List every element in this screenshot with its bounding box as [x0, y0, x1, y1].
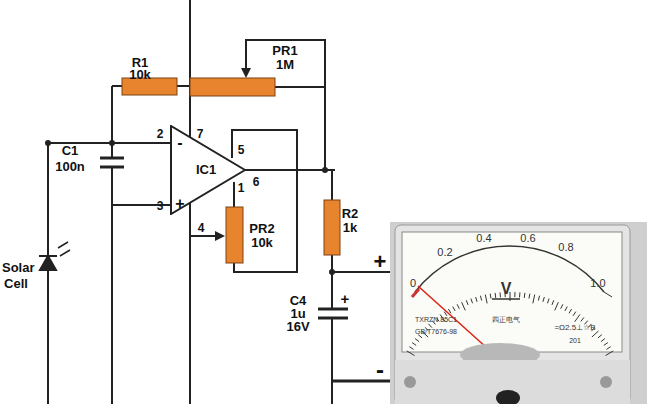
part-name: C1 — [62, 144, 79, 157]
part-name: Solar — [2, 261, 35, 274]
value: 16V — [286, 320, 309, 333]
scale-number: 0 — [410, 278, 416, 289]
pin-number: 6 — [253, 176, 260, 188]
meter-model: TXRZN 85C1 — [415, 316, 457, 323]
panel-meter — [390, 222, 647, 404]
value: 1M — [276, 58, 294, 71]
pin-number: 7 — [197, 128, 204, 140]
scale-number: 0.2 — [437, 247, 452, 258]
meter-code: 201 — [569, 337, 581, 344]
scale-number: 0.6 — [520, 233, 535, 244]
pin-number: 4 — [198, 222, 205, 234]
resistor-symbol — [122, 78, 177, 95]
polarity-sign: + — [341, 291, 350, 306]
pin-number: 3 — [157, 200, 164, 212]
part-name: PR1 — [272, 44, 297, 57]
value: 1k — [343, 221, 357, 234]
input-sign: + — [175, 196, 184, 212]
value: 10k — [251, 236, 273, 249]
photodiode-symbol — [39, 242, 70, 270]
terminal-sign: - — [376, 358, 384, 382]
maker-name: 四正电气 — [492, 316, 520, 323]
value: 10k — [129, 68, 151, 81]
scale-number: 0.4 — [476, 233, 491, 244]
accuracy-mark: =Ω2.5⊥☆B — [554, 324, 595, 332]
unit-symbol: V — [501, 281, 512, 297]
pin-number: 1 — [238, 182, 245, 194]
part-name: IC1 — [196, 163, 216, 176]
scale-number: 0.8 — [558, 242, 573, 253]
value: 1u — [290, 307, 305, 320]
meter-standard: GB/T7676-98 — [415, 328, 457, 335]
pin-number: 2 — [157, 128, 164, 140]
value: 100n — [55, 160, 85, 173]
part-name: R2 — [342, 207, 359, 220]
pin-number: 5 — [238, 144, 245, 156]
input-sign: - — [177, 135, 182, 151]
potentiometer-symbol — [190, 78, 275, 96]
terminal-sign: + — [374, 251, 387, 273]
part-name: PR2 — [249, 222, 274, 235]
scale-number: 1.0 — [590, 278, 605, 289]
potentiometer-symbol — [226, 207, 243, 263]
part-name: C4 — [290, 294, 307, 307]
resistor-symbol — [324, 200, 340, 255]
part-name: Cell — [4, 277, 28, 290]
